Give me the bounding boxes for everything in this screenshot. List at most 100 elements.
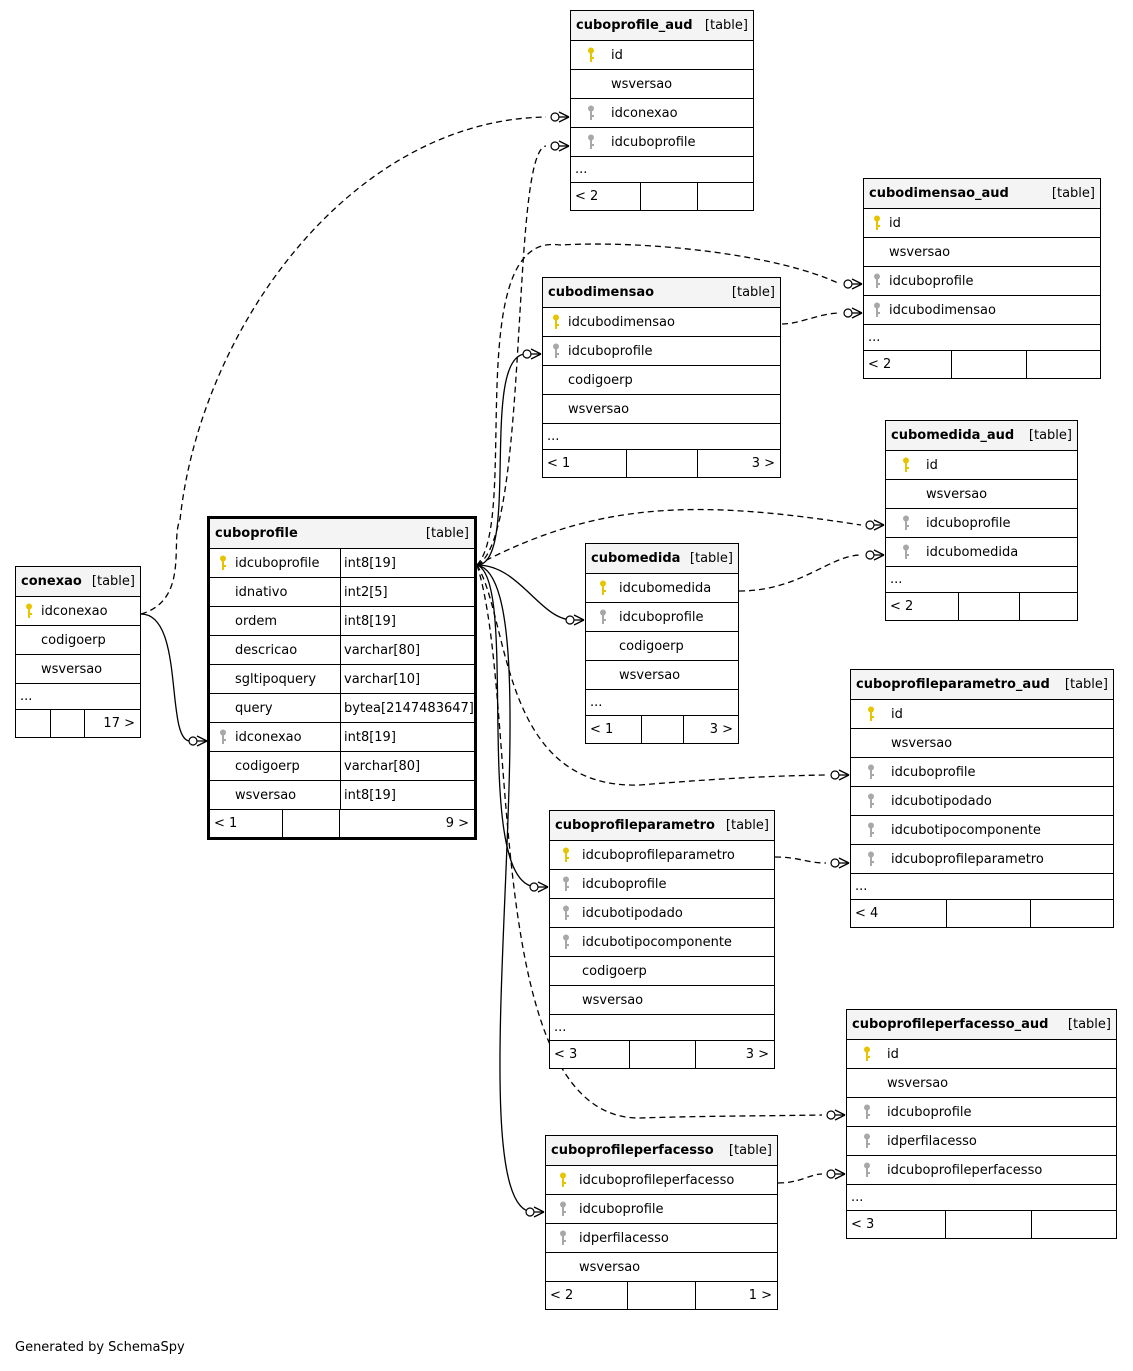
column-row[interactable]: idcuboprofile [886,509,1077,538]
column-row[interactable]: codigoerp varchar[80] [210,752,474,781]
table-cuboprofile[interactable]: cuboprofile[table] idcuboprofile int8[19… [207,516,477,840]
column-row[interactable]: idcuboprofileparametro [851,845,1113,874]
table-cubodimensao[interactable]: cubodimensao[table] idcubodimensao idcub… [542,277,781,478]
column-row[interactable]: idcubodimensao [543,308,780,337]
parent-count[interactable]: < 4 [851,900,947,927]
child-count[interactable]: 3 > [751,456,775,471]
table-footer: < 3 [847,1211,1116,1238]
column-row[interactable]: idcubotipocomponente [550,928,774,957]
child-count[interactable] [1027,351,1100,378]
table-cuboprofileperfacesso[interactable]: cuboprofileperfacesso[table] idcuboprofi… [545,1135,778,1310]
table-cuboprofileparametro-aud[interactable]: cuboprofileparametro_aud[table] id wsver… [850,669,1114,928]
child-count[interactable] [1031,900,1113,927]
column-row[interactable]: idcubomedida [586,574,738,603]
column-row[interactable]: idconexao int8[19] [210,723,474,752]
column-row[interactable]: idconexao [16,597,140,626]
table-header[interactable]: cubodimensao[table] [543,278,780,308]
column-row[interactable]: idcuboprofile int8[19] [210,549,474,578]
table-header[interactable]: cuboprofileparametro[table] [550,811,774,841]
column-row[interactable]: sgltipoquery varchar[10] [210,665,474,694]
parent-count[interactable]: < 2 [864,351,952,378]
table-header[interactable]: cubomedida_aud[table] [886,421,1077,451]
parent-count[interactable]: < 2 [546,1282,628,1309]
child-count[interactable]: 9 > [445,816,469,831]
child-count[interactable]: 3 > [745,1047,769,1062]
child-count[interactable] [1020,593,1077,620]
table-cubomedida-aud[interactable]: cubomedida_aud[table] id wsversao idcubo… [885,420,1078,621]
table-header[interactable]: cuboprofileperfacesso_aud[table] [847,1010,1116,1040]
parent-count[interactable]: < 2 [886,593,959,620]
parent-count[interactable]: < 1 [586,716,642,743]
column-row[interactable]: wsversao [546,1253,777,1282]
parent-count[interactable]: < 3 [550,1041,630,1068]
table-conexao[interactable]: conexao[table] idconexao codigoerp wsver… [15,566,141,738]
column-row[interactable]: idcubotipocomponente [851,816,1113,845]
column-row[interactable]: idcuboprofile [851,758,1113,787]
column-row[interactable]: idcuboprofile [546,1195,777,1224]
column-row[interactable]: id [886,451,1077,480]
table-cuboprofile-aud[interactable]: cuboprofile_aud[table] id wsversao idcon… [570,10,754,211]
parent-count[interactable]: < 3 [847,1211,946,1238]
column-row[interactable]: idcuboprofile [586,603,738,632]
column-row[interactable]: codigoerp [550,957,774,986]
column-row[interactable]: wsversao int8[19] [210,781,474,810]
column-row[interactable]: idperfilacesso [546,1224,777,1253]
column-row[interactable]: idcuboprofileperfacesso [847,1156,1116,1185]
table-cubodimensao-aud[interactable]: cubodimensao_aud[table] id wsversao idcu… [863,178,1101,379]
column-row[interactable]: query bytea[2147483647] [210,694,474,723]
column-row[interactable]: descricao varchar[80] [210,636,474,665]
column-row[interactable]: wsversao [571,70,753,99]
column-row[interactable]: codigoerp [586,632,738,661]
table-cuboprofileparametro[interactable]: cuboprofileparametro[table] idcuboprofil… [549,810,775,1069]
table-header[interactable]: cuboprofileparametro_aud[table] [851,670,1113,700]
table-type-tag: [table] [1064,677,1108,692]
column-row[interactable]: idcuboprofileperfacesso [546,1166,777,1195]
child-count[interactable]: 17 > [103,716,135,731]
column-row[interactable]: wsversao [550,986,774,1015]
column-row[interactable]: idconexao [571,99,753,128]
column-row[interactable]: idcubodimensao [864,296,1100,325]
parent-count[interactable] [16,710,51,737]
column-row[interactable]: id [847,1040,1116,1069]
column-row[interactable]: idcubotipodado [851,787,1113,816]
column-row[interactable]: id [571,41,753,70]
column-row[interactable]: wsversao [886,480,1077,509]
parent-count[interactable]: < 2 [571,183,641,210]
table-header[interactable]: cuboprofileperfacesso[table] [546,1136,777,1166]
column-row[interactable]: idcuboprofile [571,128,753,157]
column-row[interactable]: wsversao [16,655,140,684]
parent-count[interactable]: < 1 [210,810,283,837]
table-cubomedida[interactable]: cubomedida[table] idcubomedida idcubopro… [585,543,739,744]
column-row[interactable]: idcubotipodado [550,899,774,928]
child-count[interactable] [698,183,753,210]
column-row[interactable]: wsversao [864,238,1100,267]
column-row[interactable]: wsversao [847,1069,1116,1098]
column-row[interactable]: idnativo int2[5] [210,578,474,607]
column-row[interactable]: idcuboprofile [847,1098,1116,1127]
child-count[interactable] [1032,1211,1116,1238]
table-header[interactable]: conexao[table] [16,567,140,597]
column-row[interactable]: idperfilacesso [847,1127,1116,1156]
foreign-key-icon [873,273,880,288]
column-row[interactable]: id [864,209,1100,238]
column-row[interactable]: wsversao [586,661,738,690]
table-header[interactable]: cubomedida[table] [586,544,738,574]
column-row[interactable]: ordem int8[19] [210,607,474,636]
parent-count[interactable]: < 1 [543,450,627,477]
column-row[interactable]: wsversao [851,729,1113,758]
column-row[interactable]: idcuboprofile [550,870,774,899]
table-header[interactable]: cuboprofile_aud[table] [571,11,753,41]
column-row[interactable]: wsversao [543,395,780,424]
column-row[interactable]: codigoerp [16,626,140,655]
column-row[interactable]: codigoerp [543,366,780,395]
column-row[interactable]: idcubomedida [886,538,1077,567]
column-row[interactable]: idcuboprofile [543,337,780,366]
table-cuboprofileperfacesso-aud[interactable]: cuboprofileperfacesso_aud[table] id wsve… [846,1009,1117,1239]
column-row[interactable]: idcuboprofileparametro [550,841,774,870]
child-count[interactable]: 1 > [748,1288,772,1303]
column-row[interactable]: id [851,700,1113,729]
child-count[interactable]: 3 > [709,722,733,737]
table-header[interactable]: cuboprofile[table] [210,519,474,549]
table-header[interactable]: cubodimensao_aud[table] [864,179,1100,209]
column-row[interactable]: idcuboprofile [864,267,1100,296]
